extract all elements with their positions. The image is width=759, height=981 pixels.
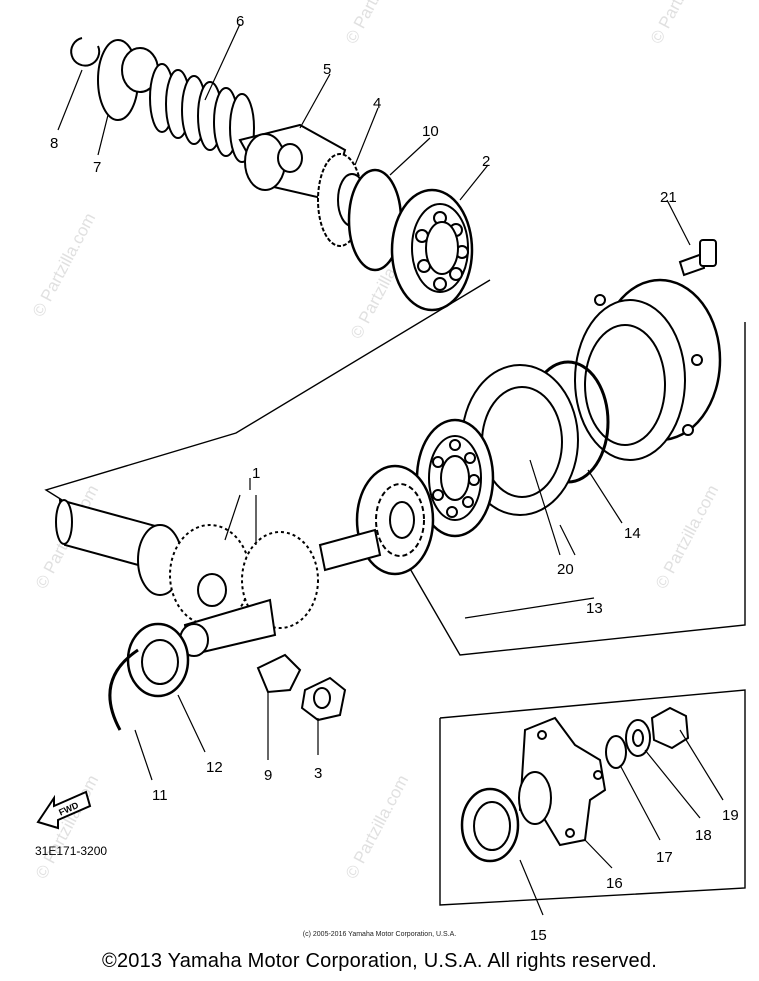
callout-20: 20 <box>557 561 574 578</box>
callout-18: 18 <box>695 827 712 844</box>
watermark: © Partzilla.com <box>29 210 100 320</box>
diagram-part-code: 31E171-3200 <box>35 844 108 858</box>
watermark: © Partzilla.com <box>652 482 723 592</box>
bolt-21 <box>678 239 717 277</box>
circlip-8 <box>70 37 101 67</box>
callout-5: 5 <box>323 61 331 78</box>
bearing-12 <box>126 622 190 698</box>
callout-16: 16 <box>606 875 623 892</box>
callout-13: 13 <box>586 600 603 617</box>
copyright-notice: ©2013 Yamaha Motor Corporation, U.S.A. A… <box>102 950 657 972</box>
circlip-11 <box>108 648 139 731</box>
callout-1: 1 <box>252 465 260 482</box>
callout-14: 14 <box>624 525 641 542</box>
nut-19 <box>650 706 690 750</box>
watermark: © Partzilla.com <box>647 0 718 47</box>
right-housing <box>574 278 722 461</box>
oil-seal-15 <box>460 787 520 863</box>
bearing-13 <box>415 418 495 538</box>
callout-4: 4 <box>373 95 381 112</box>
watermark: © Partzilla.com <box>32 772 103 882</box>
leader-lines <box>57 23 724 916</box>
watermark: © Partzilla.com <box>342 0 413 47</box>
assembly-frame <box>44 279 746 906</box>
callout-12: 12 <box>206 759 223 776</box>
callout-7: 7 <box>93 159 101 176</box>
callout-8: 8 <box>50 135 58 152</box>
upper-assembly <box>70 37 474 312</box>
callout-9: 9 <box>264 767 272 784</box>
callout-2: 2 <box>482 153 490 170</box>
front-arrow: FWD <box>36 790 92 830</box>
copyright-small: (c) 2005-2016 Yamaha Motor Corporation, … <box>302 931 457 938</box>
callout-17: 17 <box>656 849 673 866</box>
callouts: 6 5 4 10 2 8 7 21 1 11 12 9 3 14 20 13 1… <box>50 13 739 944</box>
callout-19: 19 <box>722 807 739 824</box>
callout-10: 10 <box>422 123 439 140</box>
lock-washer-9 <box>256 653 302 694</box>
callout-11: 11 <box>152 787 168 804</box>
watermark: © Partzilla.com <box>342 772 413 882</box>
main-shaft <box>55 498 382 657</box>
bearing-2 <box>390 188 474 312</box>
callout-6: 6 <box>236 13 244 30</box>
callout-21: 21 <box>660 189 677 206</box>
washer-17 <box>605 735 627 769</box>
spring-6 <box>149 63 255 163</box>
callout-15: 15 <box>530 927 547 944</box>
callout-3: 3 <box>314 765 322 782</box>
